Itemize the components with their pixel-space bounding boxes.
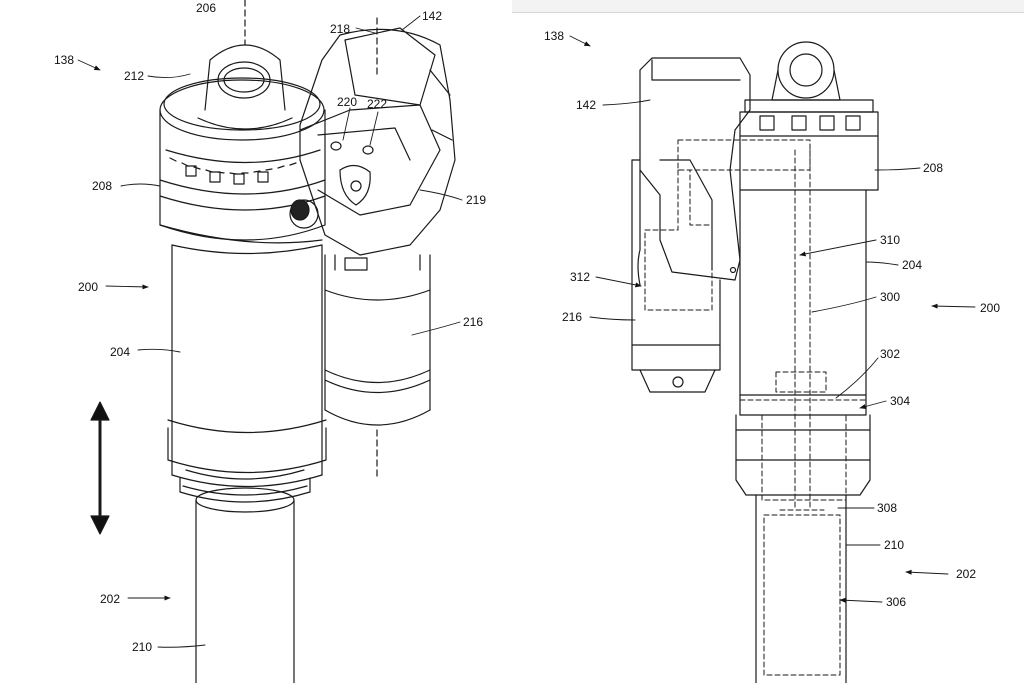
window-strip — [512, 0, 1024, 13]
right-labels: 138 142 208 310 204 312 300 200 216 302 … — [544, 29, 1000, 609]
label-302: 302 — [880, 347, 900, 361]
label-222: 222 — [367, 97, 387, 111]
label-304: 304 — [890, 394, 910, 408]
label-216-left: 216 — [463, 315, 483, 329]
label-138-left: 138 — [54, 53, 74, 67]
eyelet-212 — [197, 44, 293, 130]
left-leaders — [77, 15, 463, 648]
left-labels: 138 206 212 218 142 220 222 208 219 200 … — [54, 1, 486, 654]
label-204-right: 204 — [902, 258, 922, 272]
label-202-left: 202 — [100, 592, 120, 606]
label-210-left: 210 — [132, 640, 152, 654]
right-leaders — [569, 35, 976, 603]
label-142-left: 142 — [422, 9, 442, 23]
left-figure-drawing — [77, 0, 463, 683]
label-308: 308 — [877, 501, 897, 515]
label-200-left: 200 — [78, 280, 98, 294]
label-219: 219 — [466, 193, 486, 207]
air-can-204 — [167, 244, 327, 488]
label-204-left: 204 — [110, 345, 130, 359]
adjuster-knob — [289, 199, 319, 229]
label-208-right: 208 — [923, 161, 943, 175]
label-310: 310 — [880, 233, 900, 247]
label-212: 212 — [124, 69, 144, 83]
label-300: 300 — [880, 290, 900, 304]
label-208-left: 208 — [92, 179, 112, 193]
seal-collar — [179, 469, 311, 503]
travel-double-arrow — [90, 401, 110, 535]
label-216-right: 216 — [562, 310, 582, 324]
shaft-210 — [195, 487, 295, 683]
label-206: 206 — [196, 1, 216, 15]
label-220: 220 — [337, 95, 357, 109]
right-housing-142 — [631, 57, 751, 393]
right-eyelet — [771, 41, 841, 101]
label-210-right: 210 — [884, 538, 904, 552]
right-body-208 — [739, 99, 879, 191]
label-202-right: 202 — [956, 567, 976, 581]
right-air-can-204 — [735, 189, 871, 496]
label-312: 312 — [570, 270, 590, 284]
reservoir-216 — [324, 254, 431, 426]
right-figure-drawing — [569, 35, 976, 683]
label-218: 218 — [330, 22, 350, 36]
label-200-right: 200 — [980, 301, 1000, 315]
label-138-right: 138 — [544, 29, 564, 43]
label-306: 306 — [886, 595, 906, 609]
label-142-right: 142 — [576, 98, 596, 112]
body-208 — [159, 77, 326, 244]
hidden-internals — [644, 139, 867, 676]
right-shaft-210 — [755, 494, 847, 683]
